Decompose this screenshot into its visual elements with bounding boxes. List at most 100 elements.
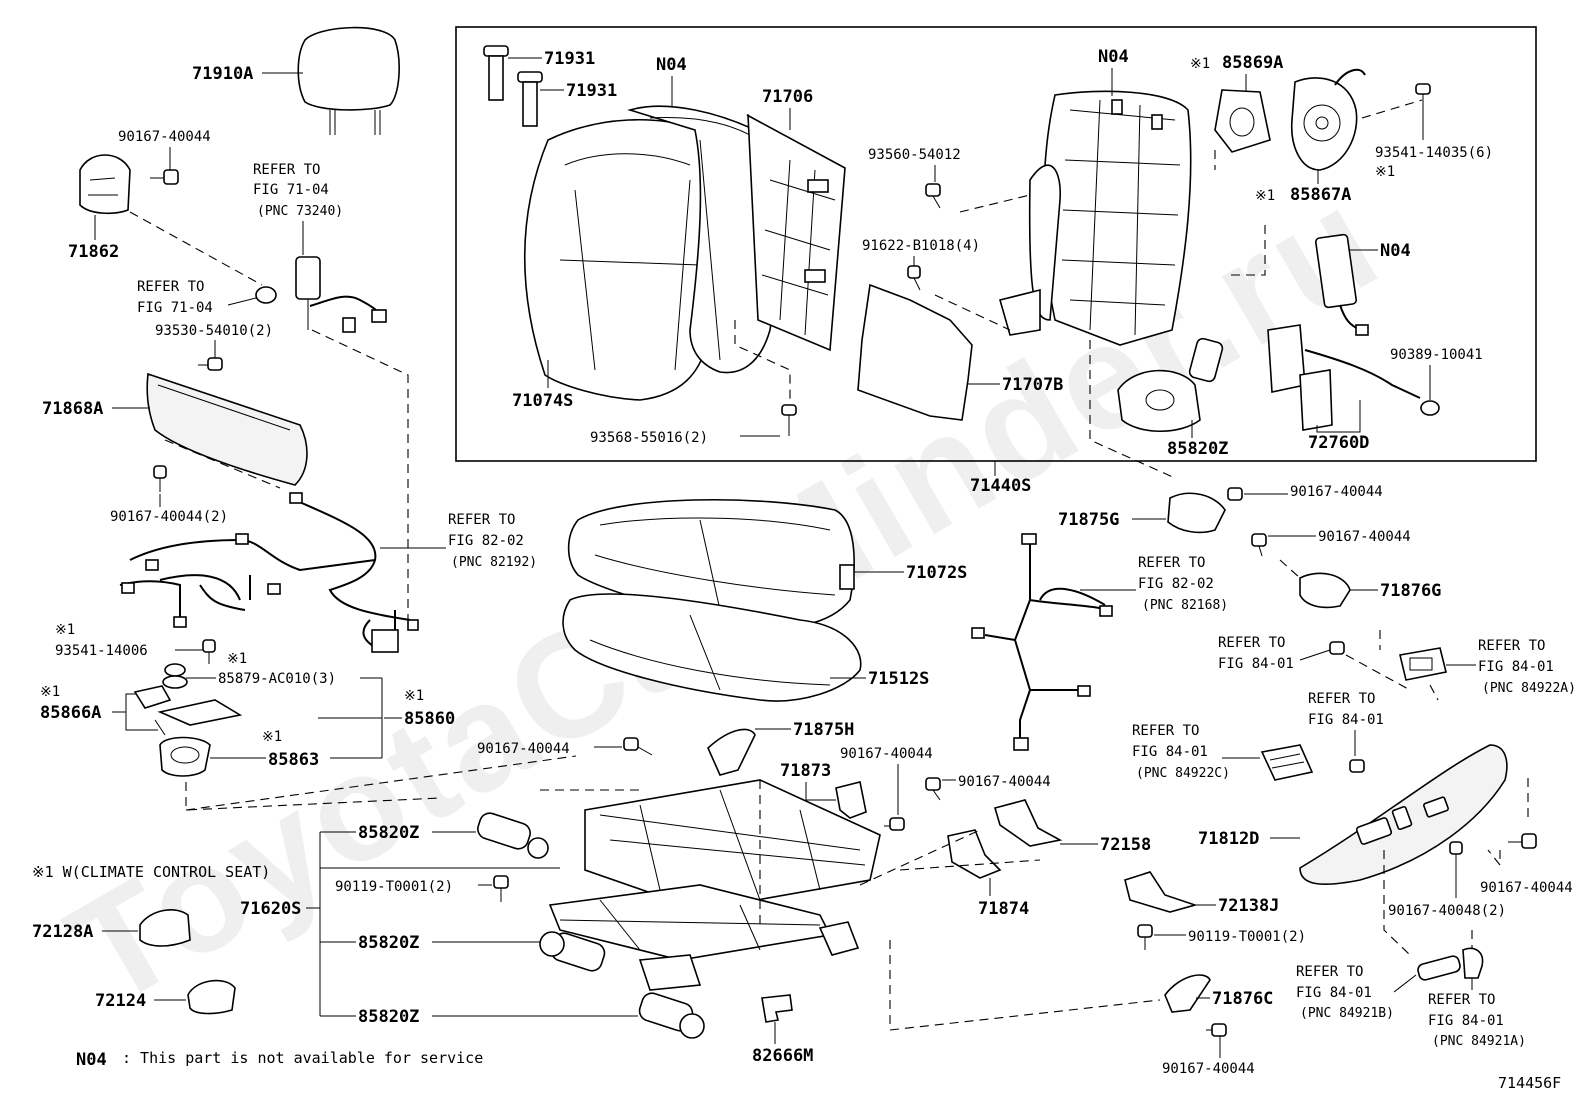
part-71440S-label: 71440S xyxy=(970,476,1031,496)
part-90167-40044-g-label: 90167-40044 xyxy=(1162,1061,1255,1077)
nut-icon xyxy=(1420,400,1440,416)
bolt-icon xyxy=(1329,641,1345,655)
part-90167-40044-e-label: 90167-40044 xyxy=(840,746,933,762)
part-90167-40048-label: 90167-40048(2) xyxy=(1388,903,1506,919)
part-91622-label: 91622-B1018(4) xyxy=(862,238,980,254)
ref-4-line3: (PNC 82168) xyxy=(1142,598,1228,613)
clip-71931-b xyxy=(517,71,543,127)
bolt-icon xyxy=(198,357,223,371)
heater-pad-71707B xyxy=(857,283,973,421)
ref-2-line1: REFER TO xyxy=(137,279,204,295)
ref-5-line2: FIG 84-01 xyxy=(1218,656,1294,672)
part-90119-b-label: 90119-T0001(2) xyxy=(1188,929,1306,945)
n04-b-label: N04 xyxy=(1098,47,1129,67)
part-90119-a-label: 90119-T0001(2) xyxy=(335,879,453,895)
bracket-71874 xyxy=(947,829,1002,879)
mark-85860: ※1 xyxy=(404,688,424,704)
part-85866A-label: 85866A xyxy=(40,703,101,723)
seatback-cover-71074S xyxy=(523,118,717,401)
grommet-icon xyxy=(162,663,188,689)
ref-7-line1: REFER TO xyxy=(1308,691,1375,707)
bolt-icon xyxy=(202,639,216,664)
clip-71931-a xyxy=(483,45,509,101)
ref-1-line1: REFER TO xyxy=(253,162,320,178)
part-93530-label: 93530-54010(2) xyxy=(155,323,273,339)
nut-icon xyxy=(255,286,277,304)
ref-4-line1: REFER TO xyxy=(1138,555,1205,571)
ref-6-line1: REFER TO xyxy=(1478,638,1545,654)
ref-8-line3: (PNC 84922C) xyxy=(1136,766,1230,781)
part-71873-label: 71873 xyxy=(780,761,831,781)
ref-1-line3: (PNC 73240) xyxy=(257,204,343,219)
ref-10-line2: FIG 84-01 xyxy=(1428,1013,1504,1029)
part-90167-40044-2-label: 90167-40044(2) xyxy=(110,509,228,525)
part-85879-label: 85879-AC010(3) xyxy=(218,671,336,687)
ref-1-line2: FIG 71-04 xyxy=(253,182,329,198)
part-90167-40044-d-label: 90167-40044 xyxy=(477,741,570,757)
side-cover-71812D xyxy=(1299,744,1508,886)
headrest xyxy=(297,26,400,135)
part-85869A-label: 85869A xyxy=(1222,53,1283,73)
n04-a-label: N04 xyxy=(656,55,687,75)
ref-3-line1: REFER TO xyxy=(448,512,515,528)
bolt-icon xyxy=(884,817,905,831)
part-72124-label: 72124 xyxy=(95,991,146,1011)
part-93541-14006-label: 93541-14006 xyxy=(55,643,148,659)
seatback-pad xyxy=(627,105,784,374)
tilt-motor-85820Z-c xyxy=(638,992,705,1039)
part-85820Z-a-label: 85820Z xyxy=(358,823,419,843)
part-71875G-label: 71875G xyxy=(1058,510,1119,530)
seat-sensor-n04 xyxy=(1315,233,1369,336)
seat-belt-buckle xyxy=(295,256,387,333)
bracket-71873 xyxy=(835,781,867,819)
lumbar-unit-72760D xyxy=(1267,324,1421,431)
switch-84922C xyxy=(1260,744,1314,781)
part-72760D-label: 72760D xyxy=(1308,433,1369,453)
mark-85867A: ※1 xyxy=(1255,188,1275,204)
ref-9-line2: FIG 84-01 xyxy=(1296,985,1372,1001)
cover-72158 xyxy=(994,799,1063,847)
part-90167-40044-f-label: 90167-40044 xyxy=(958,774,1051,790)
ref-5-line1: REFER TO xyxy=(1218,635,1285,651)
part-90167-40044-b-label: 90167-40044 xyxy=(1290,484,1383,500)
seat-shield-71868A xyxy=(146,372,308,486)
cover-72124 xyxy=(187,979,236,1015)
bracket-71876C xyxy=(1164,974,1211,1013)
part-71931-b-label: 71931 xyxy=(566,81,617,101)
cover-72128A xyxy=(139,909,191,947)
mark-93541-14035: ※1 xyxy=(1375,164,1395,180)
n04-note-code: N04 xyxy=(76,1050,107,1070)
slide-motor-85820Z-a xyxy=(477,812,549,859)
recliner-motor-85820Z xyxy=(1117,337,1224,433)
seatback-assembly-box xyxy=(455,26,1537,462)
back-board-71706 xyxy=(746,114,846,352)
part-71876G-label: 71876G xyxy=(1380,581,1441,601)
part-71620S-label: 71620S xyxy=(240,899,301,919)
part-85820Z-b-label: 85820Z xyxy=(358,933,419,953)
ref-6-line3: (PNC 84922A) xyxy=(1482,681,1576,696)
part-85820Z-c-label: 85820Z xyxy=(358,1007,419,1027)
blower-housing-85869A xyxy=(1214,89,1271,153)
part-85860-label: 85860 xyxy=(404,709,455,729)
part-90389-label: 90389-10041 xyxy=(1390,347,1483,363)
part-71812D-label: 71812D xyxy=(1198,829,1259,849)
ref-10-line3: (PNC 84921A) xyxy=(1432,1034,1526,1049)
ref-8-line1: REFER TO xyxy=(1132,723,1199,739)
part-72128A-label: 72128A xyxy=(32,922,93,942)
part-90167-40044-c-label: 90167-40044 xyxy=(1318,529,1411,545)
bracket-71876G xyxy=(1299,572,1351,609)
cushion-pad-71512S xyxy=(562,593,862,702)
part-85863-label: 85863 xyxy=(268,750,319,770)
part-71862-label: 71862 xyxy=(68,242,119,262)
mark-85869A: ※1 xyxy=(1190,56,1210,72)
part-71875H-label: 71875H xyxy=(793,720,854,740)
n04-c-label: N04 xyxy=(1380,241,1411,261)
clip-82666M xyxy=(761,994,793,1023)
trim-cover-71862 xyxy=(79,154,131,215)
part-71874-label: 71874 xyxy=(978,899,1029,919)
part-71910A-label: 71910A xyxy=(192,64,253,84)
part-72138J-label: 72138J xyxy=(1218,896,1279,916)
ref-3-line3: (PNC 82192) xyxy=(451,555,537,570)
switch-84922A xyxy=(1399,647,1447,681)
